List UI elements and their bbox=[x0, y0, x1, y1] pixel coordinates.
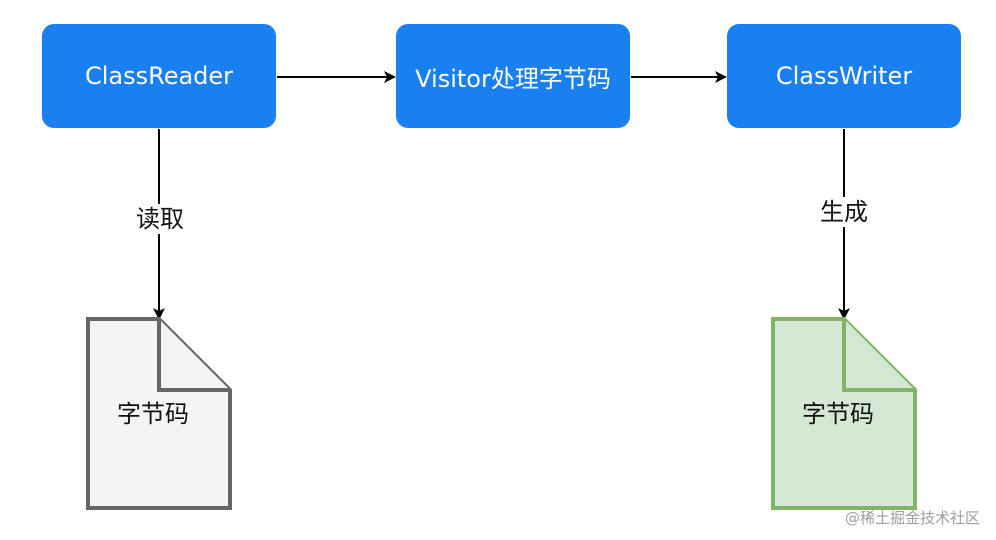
watermark: @稀土掘金技术社区 bbox=[844, 509, 980, 527]
visitor-node[interactable]: Visitor处理字节码 bbox=[396, 24, 630, 128]
read-edge-label: 读取 bbox=[134, 204, 186, 234]
bytecode-left-label: 字节码 bbox=[117, 400, 189, 428]
class-reader-node[interactable]: ClassReader bbox=[42, 24, 276, 128]
bytecode-document-right bbox=[771, 317, 917, 510]
generate-edge-label: 生成 bbox=[818, 197, 870, 227]
bytecode-right-label: 字节码 bbox=[802, 400, 874, 428]
class-writer-node[interactable]: ClassWriter bbox=[727, 24, 961, 128]
bytecode-document-left bbox=[86, 317, 232, 510]
